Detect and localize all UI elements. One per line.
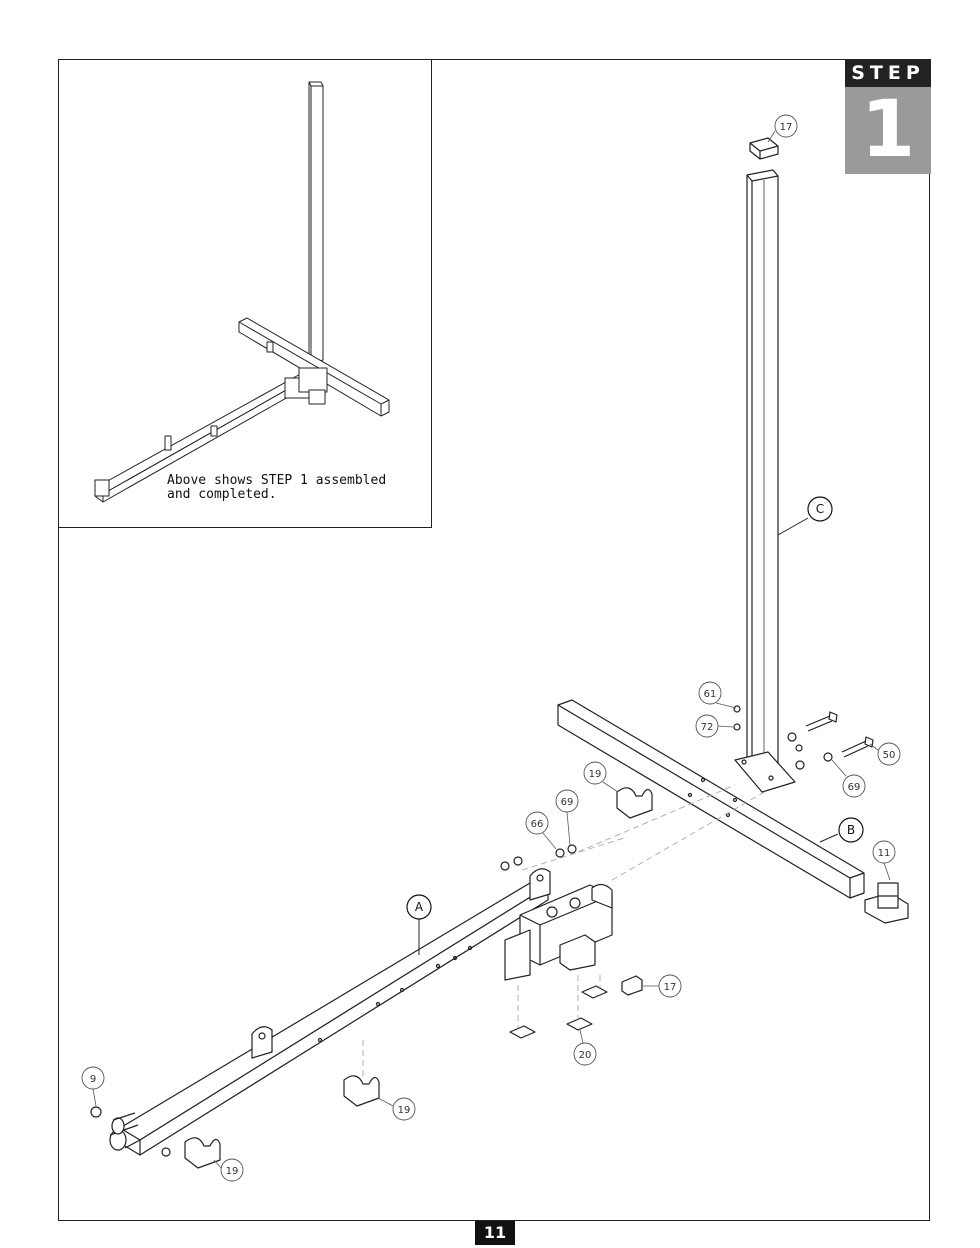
callout-19-middle: 19 xyxy=(398,1105,411,1116)
base-frame-a xyxy=(109,868,613,1156)
bracket-19-a xyxy=(616,787,653,819)
callout-9: 9 xyxy=(90,1074,96,1085)
callout-69-right: 69 xyxy=(848,782,861,793)
crossbar-b xyxy=(557,699,865,899)
callout-19-upper: 19 xyxy=(589,769,602,780)
callout-72: 72 xyxy=(701,722,714,733)
callout-20: 20 xyxy=(579,1050,592,1061)
bracket-19-c xyxy=(184,1137,221,1169)
callout-letter-b: B xyxy=(847,823,855,837)
upright-c xyxy=(734,169,796,793)
callout-17-top: 17 xyxy=(780,122,793,133)
callout-11: 11 xyxy=(878,848,891,859)
page-frame xyxy=(58,59,930,1221)
step-label: STEP xyxy=(845,59,931,87)
callout-letter-a: A xyxy=(415,900,424,914)
assembled-inset: Above shows STEP 1 assembled and complet… xyxy=(58,59,432,528)
step-number: 1 xyxy=(845,87,931,174)
bracket-19-b xyxy=(343,1075,380,1107)
callout-17-side: 17 xyxy=(664,982,677,993)
end-cap-top xyxy=(749,137,779,160)
callout-61: 61 xyxy=(704,689,717,700)
page-number: 11 xyxy=(475,1221,515,1245)
callout-69-left: 69 xyxy=(561,797,574,808)
callout-19-lower: 19 xyxy=(226,1166,239,1177)
callout-50: 50 xyxy=(883,750,896,761)
assembled-preview-drawing xyxy=(94,81,390,503)
callout-letter-c: C xyxy=(816,502,824,516)
bolts-50 xyxy=(805,711,874,758)
step-badge: STEP 1 xyxy=(845,59,931,174)
inset-caption: Above shows STEP 1 assembled and complet… xyxy=(167,473,387,502)
callout-66: 66 xyxy=(531,819,544,830)
foot-cap-11 xyxy=(864,882,909,924)
